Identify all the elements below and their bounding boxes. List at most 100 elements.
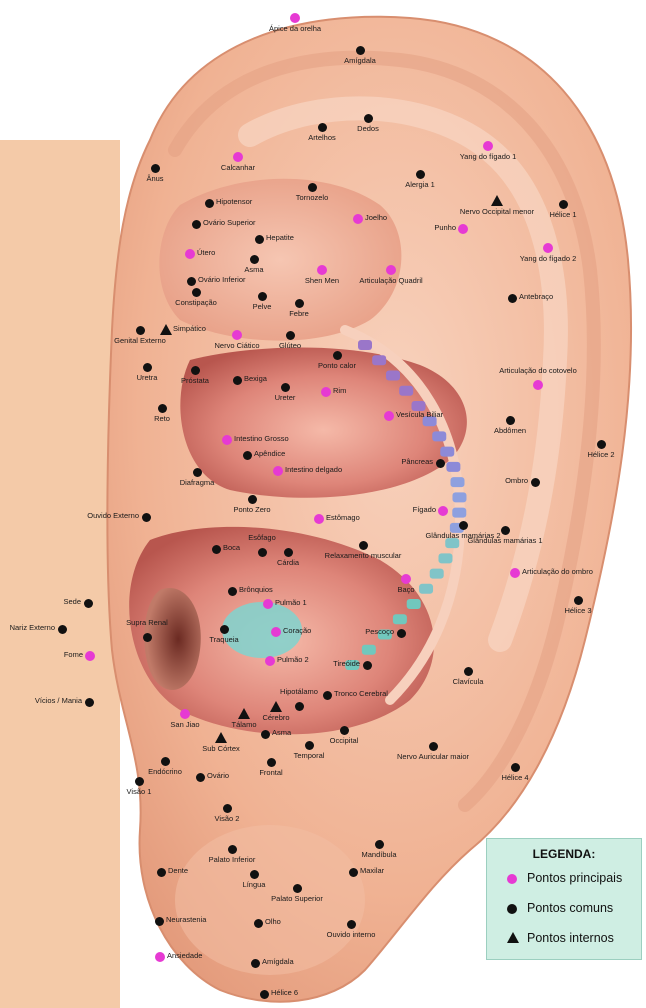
point-label: Shen Men	[305, 277, 339, 285]
common-point-marker	[58, 625, 67, 634]
common-point-marker	[356, 46, 365, 55]
point-label: Glândulas mamárias 1	[467, 537, 542, 545]
common-point-marker	[228, 587, 237, 596]
main-point-marker	[314, 514, 324, 524]
point-label: Fígado	[413, 506, 436, 514]
point-label: Endócrino	[148, 768, 182, 776]
common-point-marker	[318, 123, 327, 132]
point-label: Ovário	[207, 772, 229, 780]
vertebra-shape	[399, 386, 413, 396]
point-label: Articulação do cotovelo	[499, 367, 577, 375]
common-point-marker	[284, 548, 293, 557]
common-point-marker	[359, 541, 368, 550]
point-label: Língua	[243, 881, 266, 889]
vertebra-shape	[362, 645, 376, 655]
common-point-marker	[212, 545, 221, 554]
main-point-marker	[185, 249, 195, 259]
point-label: Hélice 1	[549, 211, 576, 219]
common-point-marker	[267, 758, 276, 767]
internal-point-marker	[270, 701, 282, 712]
point-label: Intestino delgado	[285, 466, 342, 474]
point-label: Tálamo	[231, 721, 256, 729]
point-label: Uretra	[137, 374, 158, 382]
internal-point-marker	[215, 732, 227, 743]
point-label: Útero	[197, 249, 215, 257]
point-label: Relaxamento muscular	[325, 552, 402, 560]
vertebra-shape	[452, 492, 466, 502]
point-label: Ponto calor	[318, 362, 356, 370]
point-label: Pulmão 2	[277, 656, 309, 664]
common-point-marker	[506, 416, 515, 425]
point-label: Ansiedade	[167, 952, 202, 960]
point-label: Glúteo	[279, 342, 301, 350]
vertebra-shape	[386, 370, 400, 380]
main-point-marker	[321, 387, 331, 397]
common-point-marker	[157, 868, 166, 877]
point-label: Dente	[168, 867, 188, 875]
point-label: Ovário Superior	[203, 219, 256, 227]
point-label: Nervo Auricular maior	[397, 753, 469, 761]
vertebra-shape	[407, 599, 421, 609]
common-point-marker	[250, 255, 259, 264]
vertebra-shape	[446, 462, 460, 472]
point-label: Febre	[289, 310, 309, 318]
common-point-marker	[84, 599, 93, 608]
common-point-marker	[323, 691, 332, 700]
point-label: Occipital	[330, 737, 359, 745]
point-label: Temporal	[294, 752, 325, 760]
common-point-marker	[193, 468, 202, 477]
common-point-icon	[507, 904, 517, 914]
point-label: Vesícula Biliar	[396, 411, 443, 419]
main-point-marker	[317, 265, 327, 275]
point-label: Rim	[333, 387, 346, 395]
point-label: Palato Superior	[271, 895, 323, 903]
common-point-marker	[295, 299, 304, 308]
vertebra-shape	[452, 508, 466, 518]
common-point-marker	[220, 625, 229, 634]
common-point-marker	[258, 292, 267, 301]
point-label: Maxilar	[360, 867, 384, 875]
point-label: Ouvido interno	[327, 931, 376, 939]
point-label: Amígdala	[262, 958, 294, 966]
common-point-marker	[260, 990, 269, 999]
common-point-marker	[161, 757, 170, 766]
point-label: Neurastenia	[166, 916, 206, 924]
point-label: Genital Externo	[114, 337, 166, 345]
point-label: Boca	[223, 544, 240, 552]
main-point-marker	[155, 952, 165, 962]
common-point-marker	[228, 845, 237, 854]
point-label: Antebraço	[519, 293, 553, 301]
point-label: Supra Renal	[126, 619, 168, 627]
point-label: Ombro	[505, 477, 528, 485]
point-label: Intestino Grosso	[234, 435, 289, 443]
point-label: Alergia 1	[405, 181, 435, 189]
point-label: Cérebro	[262, 714, 289, 722]
point-label: Ovário Inferior	[198, 276, 246, 284]
common-point-marker	[459, 521, 468, 530]
point-label: Hipotálamo	[280, 688, 318, 696]
point-label: Tronco Cerebral	[334, 690, 388, 698]
common-point-marker	[258, 548, 267, 557]
point-label: Hipotensor	[216, 198, 252, 206]
point-label: Abdômen	[494, 427, 526, 435]
vertebra-shape	[419, 584, 433, 594]
point-label: Fome	[64, 651, 83, 659]
point-label: Nervo Ciático	[214, 342, 259, 350]
common-point-marker	[151, 164, 160, 173]
common-point-marker	[223, 804, 232, 813]
point-label: Artelhos	[308, 134, 336, 142]
internal-point-marker	[491, 195, 503, 206]
main-point-marker	[265, 656, 275, 666]
cheek	[0, 140, 120, 1008]
main-point-marker	[271, 627, 281, 637]
common-point-marker	[261, 730, 270, 739]
vertebra-shape	[372, 355, 386, 365]
main-point-marker	[233, 152, 243, 162]
common-point-marker	[429, 742, 438, 751]
legend-box: LEGENDA: Pontos principais Pontos comuns…	[486, 838, 642, 960]
main-point-marker	[438, 506, 448, 516]
point-label: Ureter	[275, 394, 296, 402]
common-point-marker	[349, 868, 358, 877]
main-point-marker	[386, 265, 396, 275]
